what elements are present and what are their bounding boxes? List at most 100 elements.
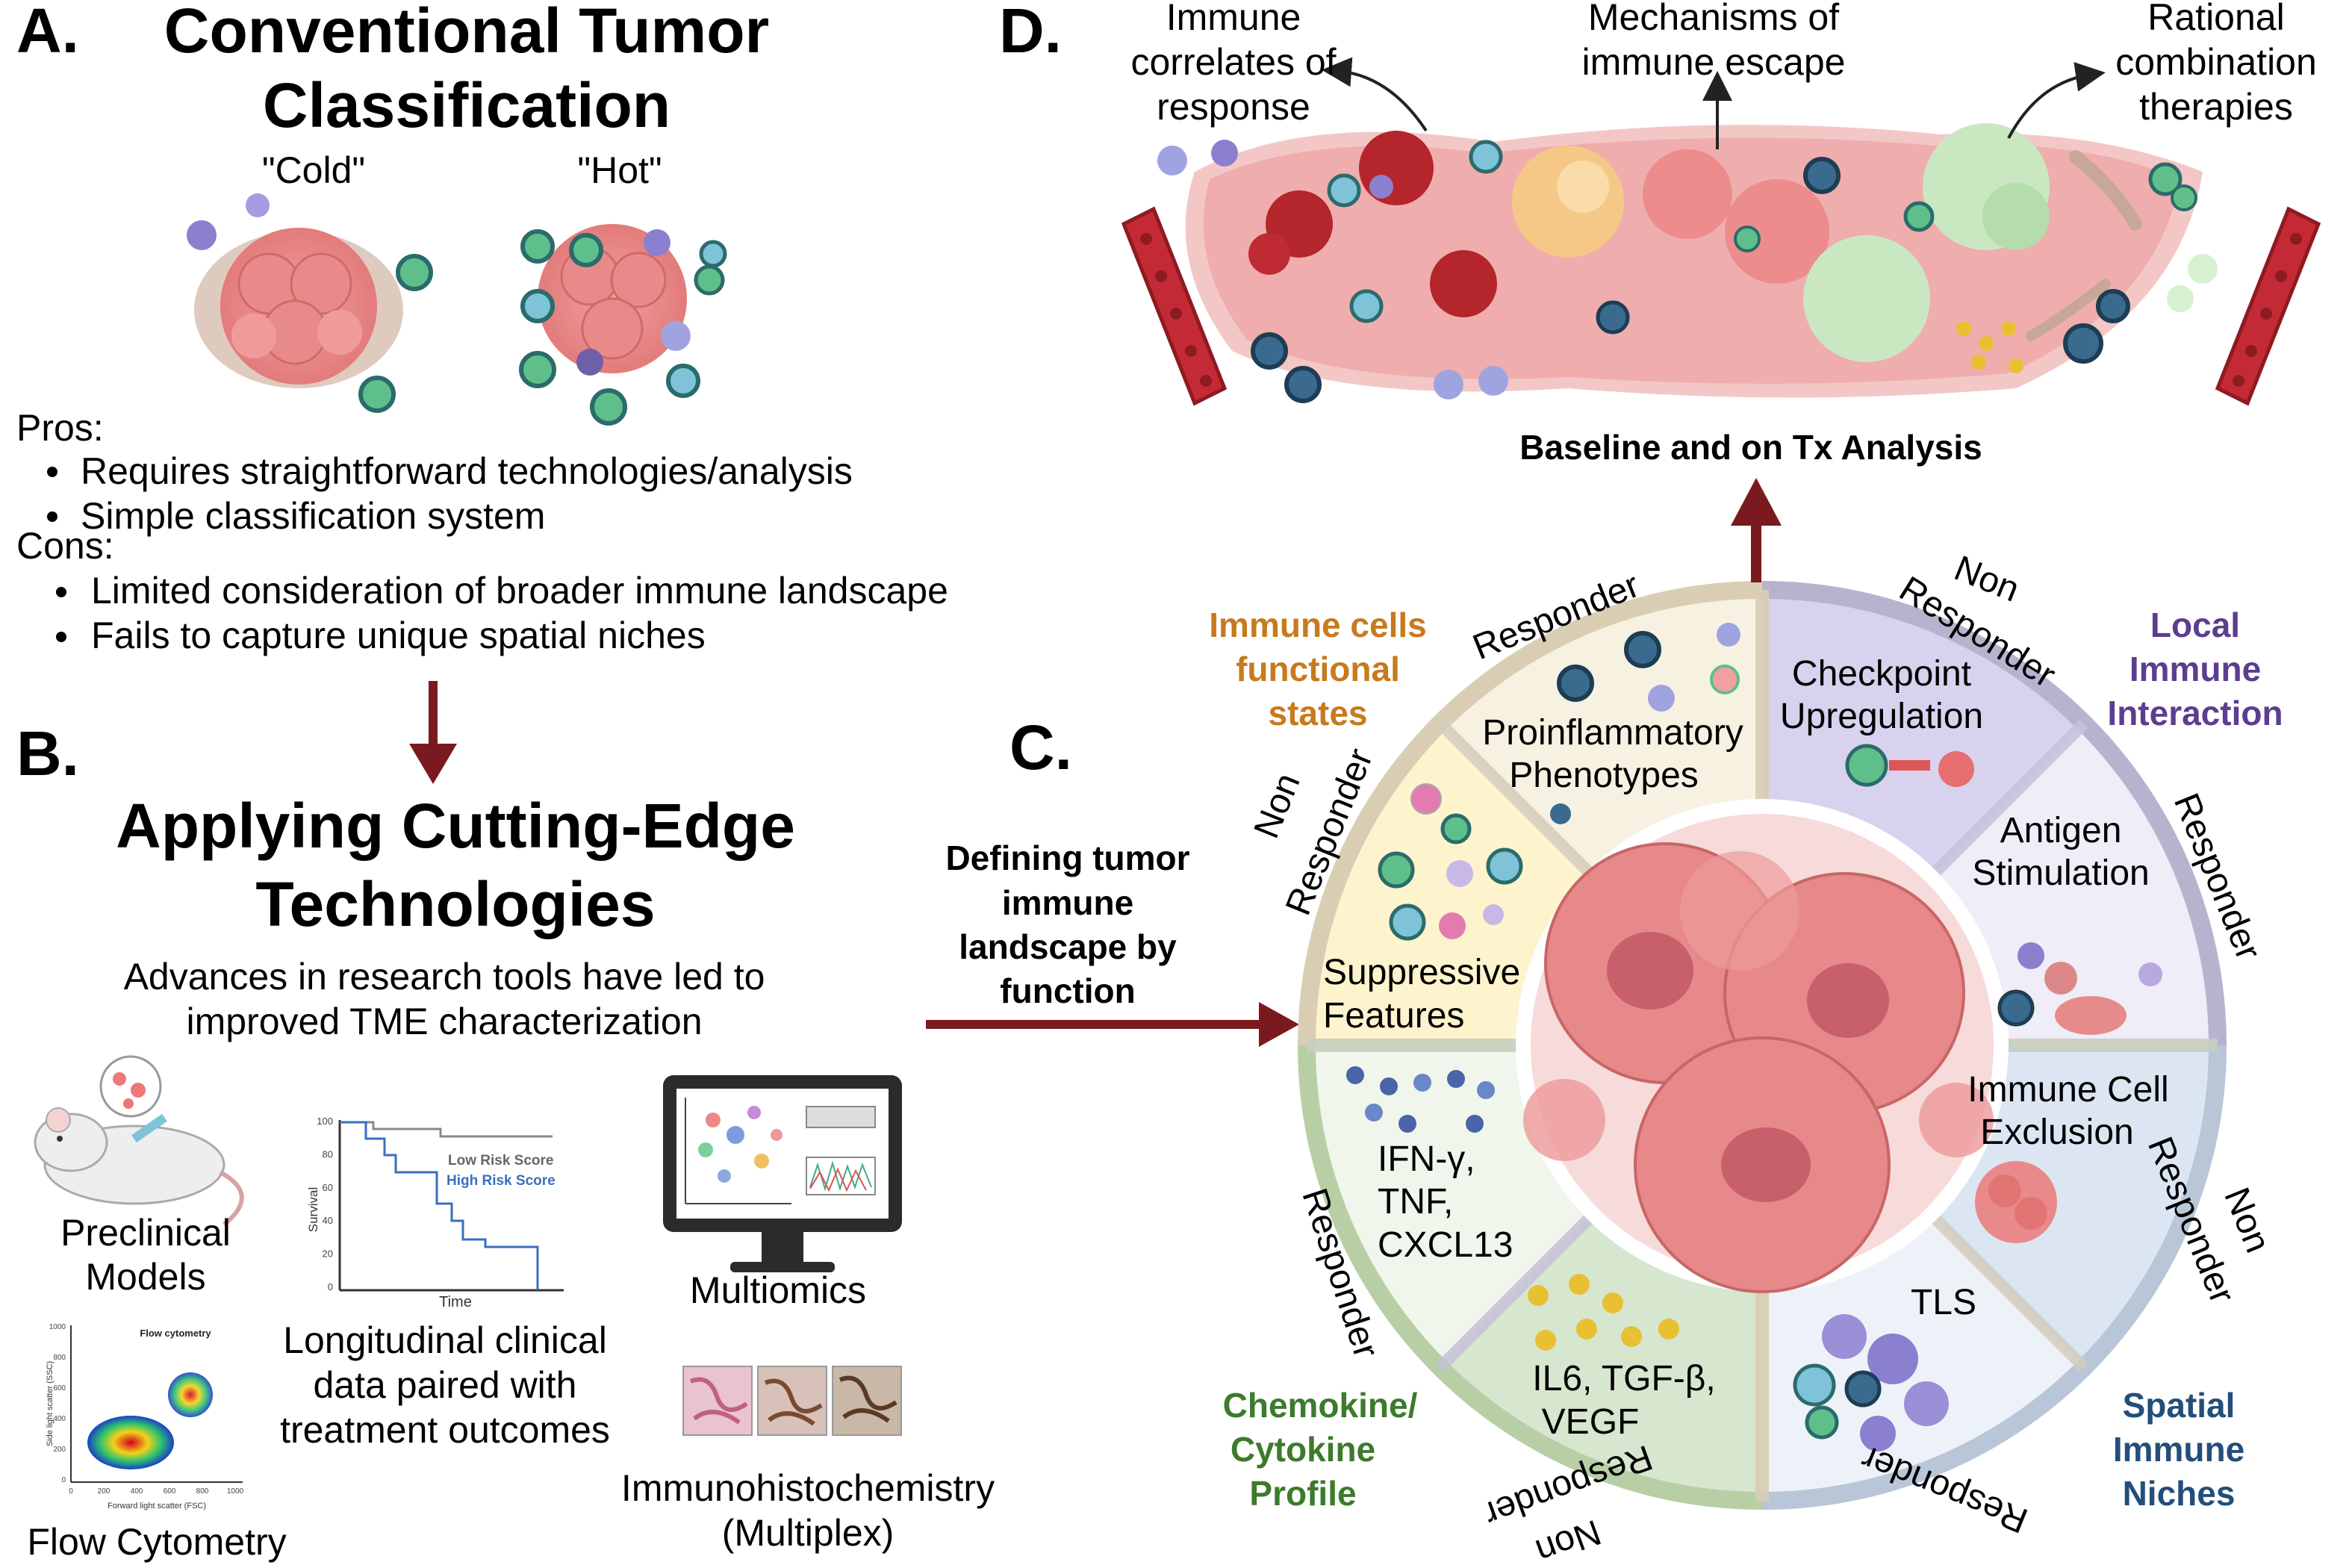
km-y-tick-1: 80 [323,1148,333,1160]
seg-antigen-line2: Stimulation [1972,853,2149,893]
panel-c: C. Defining tumor immune landscape by fu… [926,549,2283,1568]
flow-y-tick-1: 800 [53,1354,66,1362]
ihc-tiles [682,1366,902,1436]
panel-b-title-line1: Applying Cutting-Edge [116,791,795,861]
seg-il6-line2: VEGF [1542,1402,1640,1442]
central-tumor [1516,799,2009,1293]
panel-c-letter: C. [1009,712,1072,783]
ring-label-non-4: Non [1247,768,1308,844]
seg-tls: TLS [1911,1283,1976,1322]
km-y-tick-2: 60 [323,1182,333,1193]
seg-ifn-line1: IFN-γ, [1378,1139,1475,1179]
flow-y-tick-3: 400 [53,1415,66,1423]
escape-line2: immune escape [1582,41,1846,83]
longitudinal-label-line1: Longitudinal clinical [283,1319,607,1361]
correlates-line3: response [1157,86,1310,128]
mouse-icon [34,1055,244,1227]
combination-line1: Rational [2147,0,2284,38]
longitudinal-label-line3: treatment outcomes [280,1409,610,1451]
panel-b-subtitle-line1: Advances in research tools have led to [124,956,765,998]
panel-a: A. Conventional Tumor Classification "Co… [16,0,948,784]
panel-d-letter: D. [999,0,1062,66]
km-low-risk-curve [340,1121,553,1138]
flow-cytometry-plot: Flow cytometry 0 200 400 600 800 1000 1000 800… [46,1323,244,1511]
arrow-a-to-b [409,681,457,784]
flow-x-tick-0: 0 [69,1487,73,1496]
cold-tumor-illustration [187,193,433,413]
longitudinal-label-line2: data paired with [313,1364,576,1406]
correlates-line2: correlates of [1130,41,1336,83]
panel-b-subtitle-line2: improved TME characterization [186,1001,702,1042]
panel-b: B. Applying Cutting-Edge Technologies Ad… [16,718,995,1563]
arrow-b-to-c [926,1002,1299,1047]
category-local-line1: Local [2150,606,2240,644]
multiomics-label: Multiomics [690,1269,866,1311]
seg-proinflammatory-line2: Phenotypes [1509,756,1699,795]
flow-x-tick-4: 800 [196,1487,209,1496]
panel-b-letter: B. [16,718,79,788]
tumor-microenvironment-illustration [1157,123,2218,403]
flow-x-tick-1: 200 [98,1487,111,1496]
seg-ifn-line2: TNF, [1378,1182,1453,1222]
seg-suppressive-line2: Features [1323,996,1464,1036]
arrow-correlates [1322,57,1428,132]
category-chemokine-line1: Chemokine/ [1223,1386,1418,1425]
panel-b-title-line2: Technologies [255,869,655,939]
arrow-label-line2: immune [1002,883,1133,922]
flow-y-tick-5: 0 [61,1476,66,1484]
flow-y-tick-2: 600 [53,1384,66,1393]
cold-label: "Cold" [262,149,365,191]
category-local-line3: Interaction [2107,694,2283,732]
seg-exclusion-line1: Immune Cell [1967,1070,2168,1110]
blood-vessel-left [1121,206,1228,406]
seg-ifn-line3: CXCL13 [1378,1225,1513,1265]
flow-y-label: Side light scatter (SSC) [46,1361,55,1446]
arrow-label-line3: landscape by [959,927,1177,966]
blood-vessel-right [2215,206,2321,406]
arrow-label-line4: function [1000,971,1135,1010]
combination-line2: combination [2115,41,2317,83]
pros-item-2: Simple classification system [81,495,545,537]
seg-exclusion-line2: Exclusion [1980,1113,2133,1152]
flow-y-tick-0: 1000 [49,1323,66,1331]
pros-label: Pros: [16,407,104,449]
arrow-label-line1: Defining tumor [945,839,1189,877]
seg-checkpoint-line2: Upregulation [1780,697,1983,736]
panel-a-letter: A. [16,0,79,66]
flow-x-tick-2: 400 [131,1487,143,1496]
hot-tumor-illustration [519,224,727,426]
ring-arc-chemokine [1298,1045,1763,1510]
km-y-tick-3: 40 [323,1215,333,1226]
seg-antigen-line1: Antigen [2000,811,2122,850]
ring-label-non-3: Non [1531,1512,1606,1568]
panel-a-title-line1: Conventional Tumor [164,0,769,66]
seg-checkpoint-line1: Checkpoint [1792,654,1971,694]
ihc-label-line1: Immunohistochemistry [621,1467,995,1509]
km-y-tick-5: 0 [328,1281,333,1292]
category-spatial-line2: Immune [2113,1430,2244,1469]
ring-arc-immune-states [1298,581,1763,1046]
category-immune-states-line1: Immune cells [1209,606,1426,644]
cons-item-1: Limited consideration of broader immune … [91,570,948,612]
category-immune-states-line3: states [1269,694,1368,732]
category-spatial-line1: Spatial [2123,1386,2236,1425]
arrow-c-to-d [1731,478,1782,582]
panel-d: D. [999,0,2321,582]
pros-item-1: Requires straightforward technologies/an… [81,450,853,492]
km-x-label: Time [439,1294,472,1310]
category-immune-states-line2: functional [1236,650,1400,688]
km-y-label: Survival [306,1187,320,1232]
flow-plot-title: Flow cytometry [140,1328,211,1339]
seg-suppressive-line1: Suppressive [1323,953,1520,992]
flow-x-tick-5: 1000 [227,1487,244,1496]
ring-arc-spatial-niches [1761,1045,2227,1510]
immune-wheel: Proinflammatory Phenotypes Checkpoint Up… [1247,549,2278,1568]
segment-decorations [1346,623,2162,1452]
monitor-icon [663,1075,902,1272]
flow-label: Flow Cytometry [27,1521,286,1563]
seg-il6-line1: IL6, TGF-β, [1532,1359,1715,1399]
